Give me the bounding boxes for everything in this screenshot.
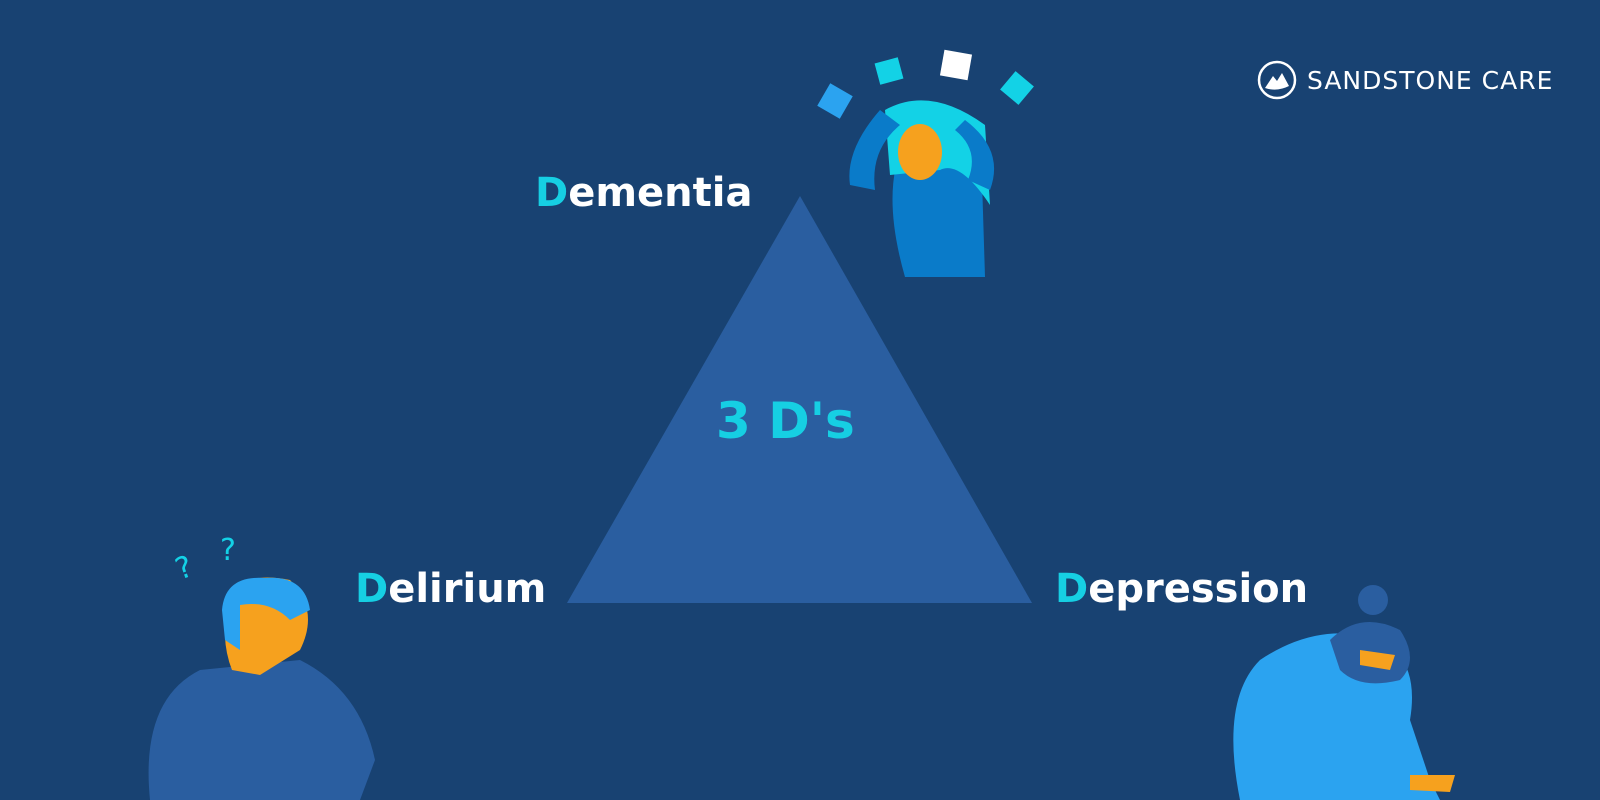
svg-text:?: ? <box>171 549 198 587</box>
label-rest: ementia <box>568 170 753 216</box>
mountain-logo-icon <box>1257 60 1297 100</box>
label-depression: Depression <box>1055 566 1308 612</box>
puzzle-pieces-icon <box>817 49 1034 119</box>
brand-name: SANDSTONE CARE <box>1307 65 1554 95</box>
label-rest: epression <box>1088 566 1309 612</box>
label-rest: elirium <box>388 566 547 612</box>
depression-figure <box>1233 585 1455 800</box>
delirium-figure: ? ? <box>148 533 375 800</box>
label-initial: D <box>355 566 389 612</box>
label-delirium: Delirium <box>355 566 546 612</box>
label-dementia: Dementia <box>535 170 752 216</box>
dementia-figure <box>849 100 995 277</box>
label-initial: D <box>1055 566 1089 612</box>
label-initial: D <box>535 170 569 216</box>
triangle <box>567 196 1032 603</box>
brand-logo: SANDSTONE CARE <box>1257 60 1553 100</box>
svg-text:?: ? <box>220 533 236 568</box>
center-title: 3 D's <box>716 392 855 450</box>
